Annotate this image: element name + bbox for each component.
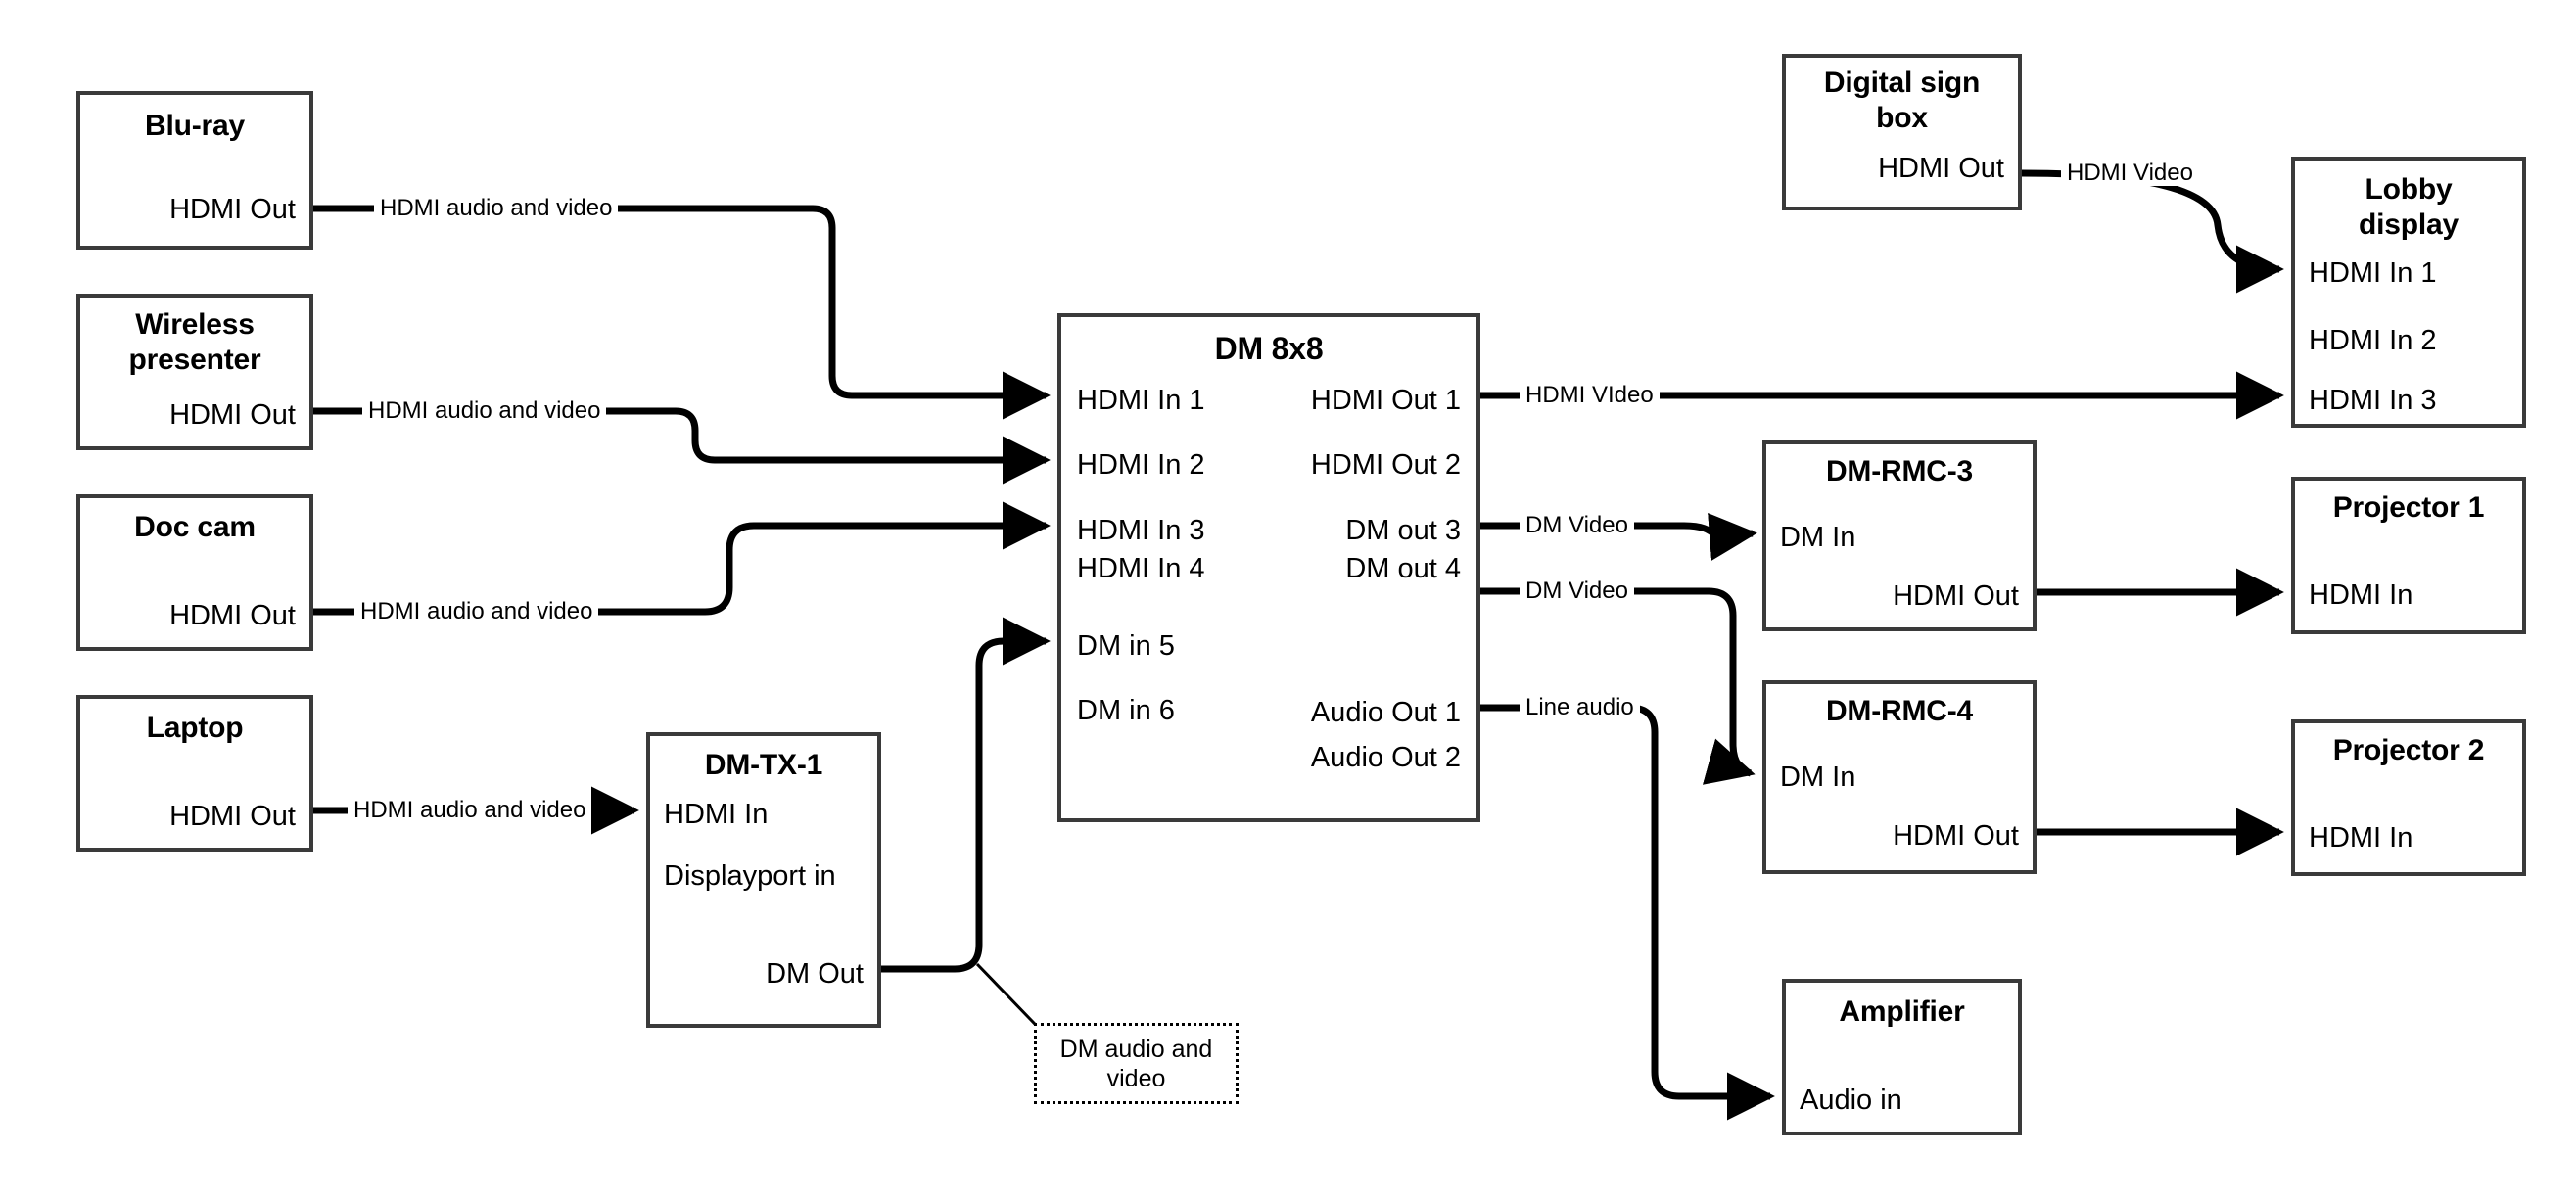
node-digital-sign-box[interactable]: Digital sign box HDMI Out <box>1782 54 2022 210</box>
node-wireless-presenter[interactable]: Wireless presenter HDMI Out <box>76 294 313 450</box>
node-bluray[interactable]: Blu-ray HDMI Out <box>76 91 313 250</box>
node-dm-8x8-output-hdmi-out-2: HDMI Out 2 <box>1310 449 1461 481</box>
node-laptop-title: Laptop <box>146 712 244 744</box>
node-dm-tx-1[interactable]: DM-TX-1 HDMI In Displayport in DM Out <box>646 732 881 1028</box>
node-lobby-display[interactable]: Lobby display HDMI In 1 HDMI In 2 HDMI I… <box>2291 157 2526 428</box>
wire-bluray-to-dm8x8 <box>313 205 1051 420</box>
node-dm-rmc-3-title: DM-RMC-3 <box>1825 455 1974 487</box>
wire-label-wireless-to-dm8x8: HDMI audio and video <box>362 398 607 424</box>
node-dm-tx-1-port-hdmi-in: HDMI In <box>664 799 769 830</box>
node-dm-rmc-4-port-hdmi-out: HDMI Out <box>1893 820 2019 852</box>
node-projector-2-title: Projector 2 <box>2332 734 2485 766</box>
node-bluray-port-hdmi-out: HDMI Out <box>169 194 296 225</box>
wire-label-dm8x8-audio-to-amplifier: Line audio <box>1520 695 1640 720</box>
node-doc-cam-title: Doc cam <box>134 511 256 543</box>
callout-dm-audio-and-video: DM audio and video <box>1034 1023 1239 1104</box>
node-projector-2-port-hdmi-in: HDMI In <box>2309 822 2413 854</box>
node-bluray-title: Blu-ray <box>145 110 245 142</box>
node-dm-8x8[interactable]: DM 8x8 HDMI In 1 HDMI In 2 HDMI In 3 HDM… <box>1057 313 1480 822</box>
node-digital-sign-box-title-line1: Digital sign <box>1823 67 1981 99</box>
node-amplifier-port-audio-in: Audio in <box>1800 1085 1902 1116</box>
node-dm-8x8-title: DM 8x8 <box>1214 331 1324 366</box>
node-lobby-display-input-hdmi-in-1: HDMI In 1 <box>2309 257 2437 289</box>
node-projector-2[interactable]: Projector 2 HDMI In <box>2291 719 2526 876</box>
node-lobby-display-input-hdmi-in-2: HDMI In 2 <box>2309 325 2437 356</box>
node-dm-tx-1-port-displayport-in: Displayport in <box>664 860 836 892</box>
node-dm-8x8-input-hdmi-in-3: HDMI In 3 <box>1077 515 1205 546</box>
wire-label-laptop-to-dmtx1: HDMI audio and video <box>348 798 592 823</box>
node-dm-tx-1-title: DM-TX-1 <box>704 749 823 781</box>
node-dm-rmc-4-title: DM-RMC-4 <box>1825 695 1974 727</box>
node-dm-8x8-output-hdmi-out-1: HDMI Out 1 <box>1310 385 1461 416</box>
callout-line-2: video <box>1106 1064 1166 1092</box>
node-dm-8x8-output-audio-out-1: Audio Out 1 <box>1310 697 1461 728</box>
node-projector-1-title: Projector 1 <box>2332 491 2485 524</box>
wire-label-bluray-to-dm8x8: HDMI audio and video <box>374 196 619 221</box>
wire-dm8x8-out4-to-rmc4 <box>1480 587 1756 785</box>
node-dm-8x8-input-dm-in-6: DM in 6 <box>1077 695 1175 726</box>
wire-digitalsign-to-lobby <box>2021 169 2284 294</box>
node-laptop[interactable]: Laptop HDMI Out <box>76 695 313 852</box>
node-wireless-presenter-port-hdmi-out: HDMI Out <box>169 399 296 431</box>
node-wireless-presenter-title-line2: presenter <box>128 344 261 376</box>
node-doc-cam-port-hdmi-out: HDMI Out <box>169 600 296 631</box>
wire-label-dm8x8-out1-to-lobby: HDMI VIdeo <box>1520 383 1660 408</box>
wire-label-dm8x8-out3-to-rmc3: DM Video <box>1520 513 1634 538</box>
wire-label-doccam-to-dm8x8: HDMI audio and video <box>354 599 599 624</box>
wire-dm8x8-audio-to-amplifier <box>1480 704 1775 1121</box>
node-lobby-display-title-line1: Lobby <box>2365 173 2453 206</box>
node-dm-tx-1-port-dm-out: DM Out <box>766 958 864 990</box>
node-projector-1[interactable]: Projector 1 HDMI In <box>2291 477 2526 634</box>
node-dm-8x8-input-hdmi-in-1: HDMI In 1 <box>1077 385 1205 416</box>
node-amplifier-title: Amplifier <box>1839 995 1965 1028</box>
wire-label-dm8x8-out4-to-rmc4: DM Video <box>1520 578 1634 604</box>
node-digital-sign-box-port-hdmi-out: HDMI Out <box>1878 153 2004 184</box>
node-amplifier[interactable]: Amplifier Audio in <box>1782 979 2022 1135</box>
node-dm-rmc-3[interactable]: DM-RMC-3 DM In HDMI Out <box>1762 440 2037 631</box>
callout-line-1: DM audio and <box>1059 1035 1213 1063</box>
node-doc-cam[interactable]: Doc cam HDMI Out <box>76 494 313 651</box>
wire-label-digitalsign-to-lobby: HDMI Video <box>2061 161 2199 186</box>
node-lobby-display-input-hdmi-in-3: HDMI In 3 <box>2309 385 2437 416</box>
node-dm-8x8-output-audio-out-2: Audio Out 2 <box>1310 742 1461 773</box>
node-dm-8x8-input-dm-in-5: DM in 5 <box>1077 630 1175 662</box>
node-wireless-presenter-title-line1: Wireless <box>135 308 255 341</box>
node-lobby-display-title-line2: display <box>2359 208 2459 241</box>
node-dm-8x8-output-dm-out-4: DM out 4 <box>1345 553 1461 584</box>
node-dm-rmc-4[interactable]: DM-RMC-4 DM In HDMI Out <box>1762 680 2037 874</box>
node-projector-1-port-hdmi-in: HDMI In <box>2309 579 2413 611</box>
node-laptop-port-hdmi-out: HDMI Out <box>169 801 296 832</box>
node-dm-rmc-4-port-dm-in: DM In <box>1780 762 1856 793</box>
node-dm-8x8-input-hdmi-in-4: HDMI In 4 <box>1077 553 1205 584</box>
node-dm-rmc-3-port-dm-in: DM In <box>1780 522 1856 553</box>
node-dm-8x8-output-dm-out-3: DM out 3 <box>1345 515 1461 546</box>
node-dm-rmc-3-port-hdmi-out: HDMI Out <box>1893 580 2019 612</box>
wire-dmtx1-to-dm8x8 <box>881 617 1051 973</box>
node-dm-8x8-input-hdmi-in-2: HDMI In 2 <box>1077 449 1205 481</box>
node-digital-sign-box-title-line2: box <box>1876 102 1928 134</box>
